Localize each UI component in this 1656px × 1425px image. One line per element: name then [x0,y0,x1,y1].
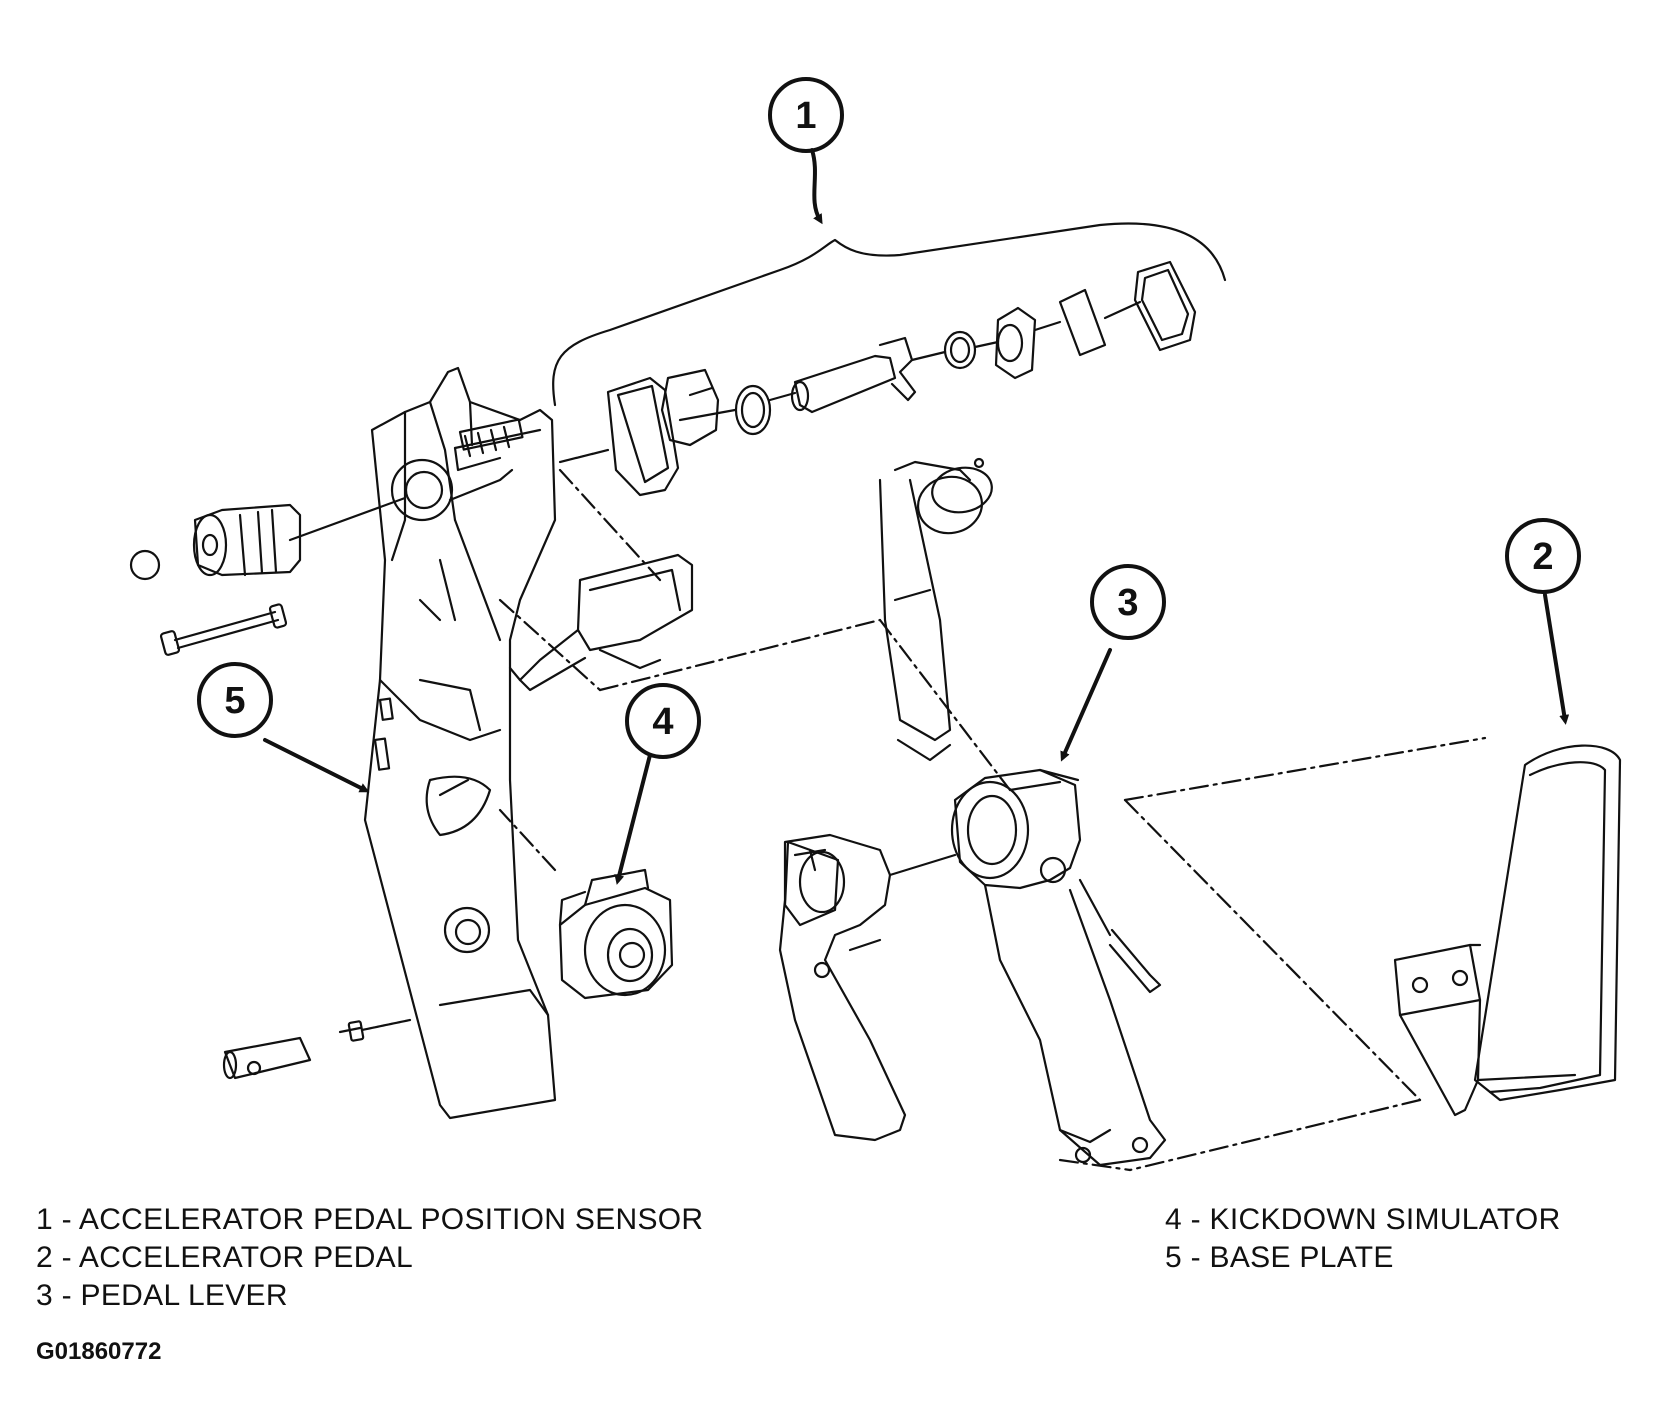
return-spring-drawing [878,457,993,762]
legend-item-2: 2 - ACCELERATOR PEDAL [36,1241,413,1274]
base-plate-drawing [363,366,557,1120]
assembly-guide-lines [498,468,1487,1172]
legend-left-column: 1 - ACCELERATOR PEDAL POSITION SENSOR 2 … [36,1201,703,1315]
callout-5-number: 5 [224,680,245,722]
callout-1-number: 1 [795,95,816,137]
callout-4-number: 4 [652,701,673,743]
accelerator-pedal-position-sensor-drawing [288,222,1227,542]
sensor-mount-bracket [508,553,694,692]
callout-arrows [263,148,1570,885]
callout-2-circle [1505,518,1581,594]
legend-right-column: 4 - KICKDOWN SIMULATOR 5 - BASE PLATE [1165,1201,1561,1277]
kickdown-simulator-drawing [558,868,674,1000]
legend-item-5: 5 - BASE PLATE [1165,1241,1394,1274]
accelerator-pedal-drawing [1393,744,1622,1117]
callout-3-number: 3 [1117,582,1138,624]
callout-5-circle [197,662,273,738]
legend-item-3: 3 - PEDAL LEVER [36,1279,288,1312]
legend-item-4: 4 - KICKDOWN SIMULATOR [1165,1203,1561,1236]
pedal-lever-drawing [950,768,1167,1167]
callout-4-circle [625,683,701,759]
figure-id: G01860772 [36,1338,162,1365]
callout-2-number: 2 [1532,536,1553,578]
pedal-arm-drawing [778,833,957,1142]
base-plate-fasteners [129,503,412,1080]
callout-3-circle [1090,564,1166,640]
callout-1-circle [768,77,844,153]
legend-item-1: 1 - ACCELERATOR PEDAL POSITION SENSOR [36,1203,704,1236]
